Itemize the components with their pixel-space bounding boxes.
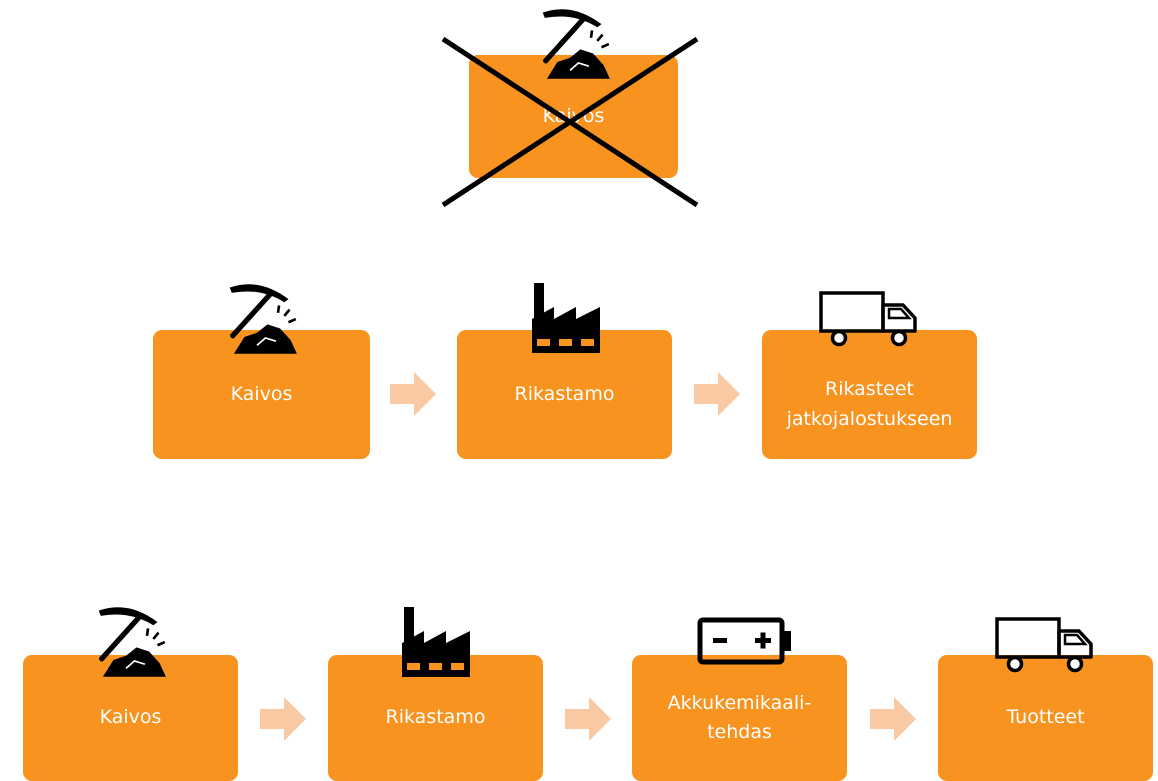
row2-step-mine-label: Kaivos: [99, 706, 162, 729]
row1-arrow-1: [390, 372, 436, 416]
row1-step-concentrates: Rikasteet jatkojalostukseen: [762, 330, 977, 459]
row2-step-battery-chemicals: Akkukemikaali- tehdas: [632, 655, 847, 781]
row2-step-concentrator-label: Rikastamo: [385, 706, 486, 729]
row2-arrow-3: [870, 697, 916, 741]
battery-icon: [697, 617, 793, 665]
pickaxe-ore-icon: [215, 280, 299, 354]
row1-step-concentrator-label: Rikastamo: [514, 382, 615, 405]
row1-step-mine-label: Kaivos: [230, 382, 293, 405]
row2-step-mine: Kaivos: [23, 655, 238, 781]
row2-arrow-1: [260, 697, 306, 741]
row1-step-concentrates-label-line1: Rikasteet: [825, 378, 914, 401]
pickaxe-ore-icon: [84, 603, 168, 677]
row2-arrow-2: [565, 697, 611, 741]
row2-step-battery-chemicals-label-line1: Akkukemikaali-: [667, 691, 812, 714]
row1-step-concentrates-label-line2: jatkojalostukseen: [786, 407, 953, 430]
row2-step-battery-chemicals-label-line2: tehdas: [707, 721, 772, 743]
truck-icon: [995, 617, 1095, 675]
factory-icon: [400, 607, 472, 677]
factory-icon: [530, 283, 602, 353]
row2-step-products: Tuotteet: [938, 655, 1153, 781]
truck-icon: [819, 291, 919, 349]
row1-arrow-2: [694, 372, 740, 416]
row2-step-products-label: Tuotteet: [1006, 706, 1085, 729]
